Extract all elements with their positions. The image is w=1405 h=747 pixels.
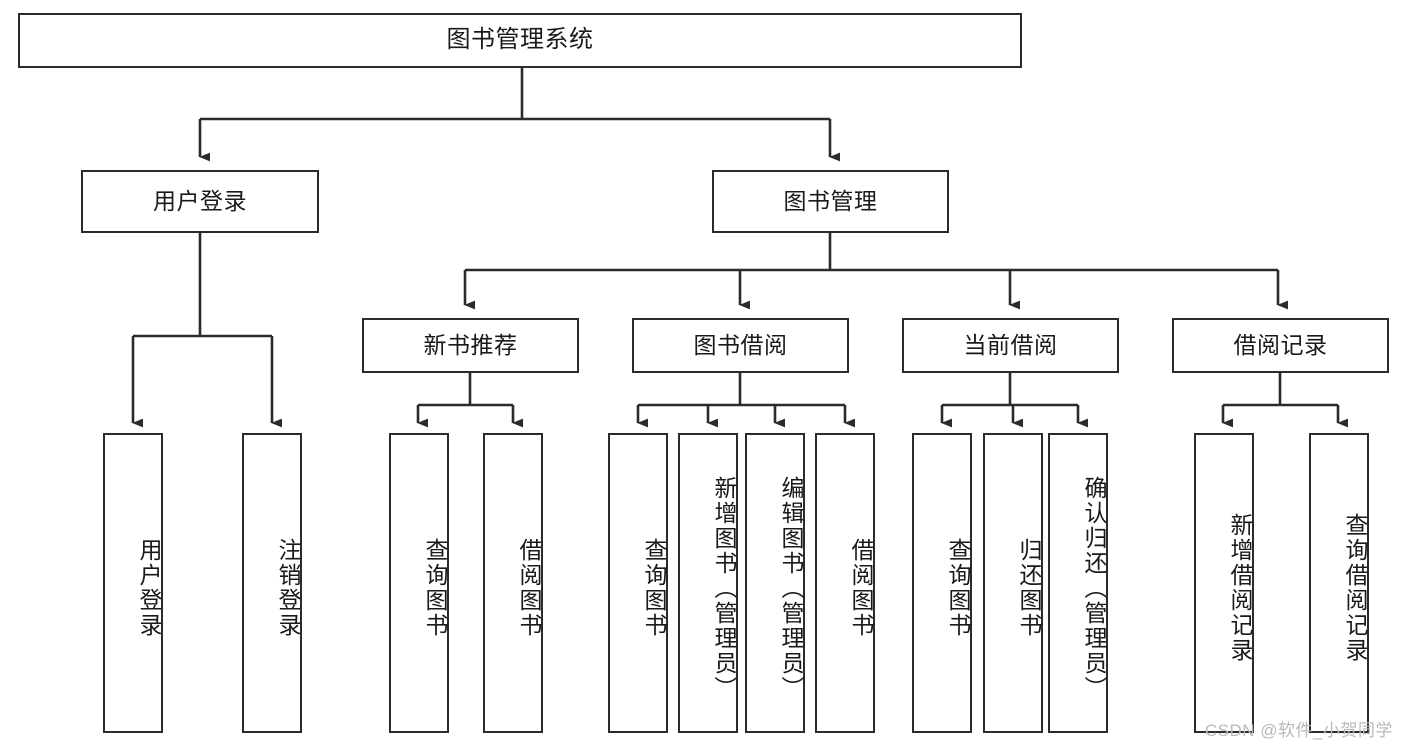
leaf-current-borrow-query[interactable]: 查询图书	[912, 433, 972, 733]
node-label: 图书管理系统	[446, 26, 594, 54]
node-label: 确认归还（管理员）	[1081, 475, 1107, 701]
node-label: 编辑图书（管理员）	[778, 475, 804, 701]
leaf-borrow-record-add[interactable]: 新增借阅记录	[1194, 433, 1254, 733]
node-label: 借阅记录	[1233, 331, 1328, 358]
leaf-user-login-login[interactable]: 用户登录	[103, 433, 163, 733]
node-label: 查询图书	[422, 538, 448, 638]
node-user-login[interactable]: 用户登录	[81, 170, 319, 233]
leaf-borrow-record-query[interactable]: 查询借阅记录	[1309, 433, 1369, 733]
node-label: 查询图书	[641, 538, 667, 638]
node-book-management[interactable]: 图书管理	[712, 170, 949, 233]
node-label: 用户登录	[153, 187, 247, 214]
leaf-new-book-query[interactable]: 查询图书	[389, 433, 449, 733]
node-label: 图书管理	[783, 187, 878, 214]
leaf-new-book-borrow[interactable]: 借阅图书	[483, 433, 543, 733]
leaf-book-borrow-edit[interactable]: 编辑图书（管理员）	[745, 433, 805, 733]
node-label: 当前借阅	[963, 331, 1058, 358]
watermark: CSDN @软件_小贺同学	[1204, 721, 1393, 740]
leaf-book-borrow-lend[interactable]: 借阅图书	[815, 433, 875, 733]
node-root-book-management-system[interactable]: 图书管理系统	[18, 13, 1022, 68]
node-label: 新增图书（管理员）	[711, 475, 737, 701]
node-label: 新书推荐	[423, 331, 518, 358]
node-label: 借阅图书	[848, 538, 874, 638]
leaf-book-borrow-add[interactable]: 新增图书（管理员）	[678, 433, 738, 733]
node-new-book-recommend[interactable]: 新书推荐	[362, 318, 579, 373]
node-label: 图书借阅	[693, 331, 788, 358]
leaf-current-borrow-confirm-return[interactable]: 确认归还（管理员）	[1048, 433, 1108, 733]
node-label: 用户登录	[136, 538, 162, 638]
node-book-borrow[interactable]: 图书借阅	[632, 318, 849, 373]
node-borrow-record[interactable]: 借阅记录	[1172, 318, 1389, 373]
node-label: 借阅图书	[516, 538, 542, 638]
node-current-borrow[interactable]: 当前借阅	[902, 318, 1119, 373]
leaf-current-borrow-return[interactable]: 归还图书	[983, 433, 1043, 733]
node-label: 查询借阅记录	[1342, 513, 1368, 663]
node-label: 新增借阅记录	[1227, 513, 1253, 663]
leaf-user-login-logout[interactable]: 注销登录	[242, 433, 302, 733]
node-label: 注销登录	[275, 538, 301, 638]
node-label: 查询图书	[945, 538, 971, 638]
node-label: 归还图书	[1016, 538, 1042, 638]
leaf-book-borrow-query[interactable]: 查询图书	[608, 433, 668, 733]
